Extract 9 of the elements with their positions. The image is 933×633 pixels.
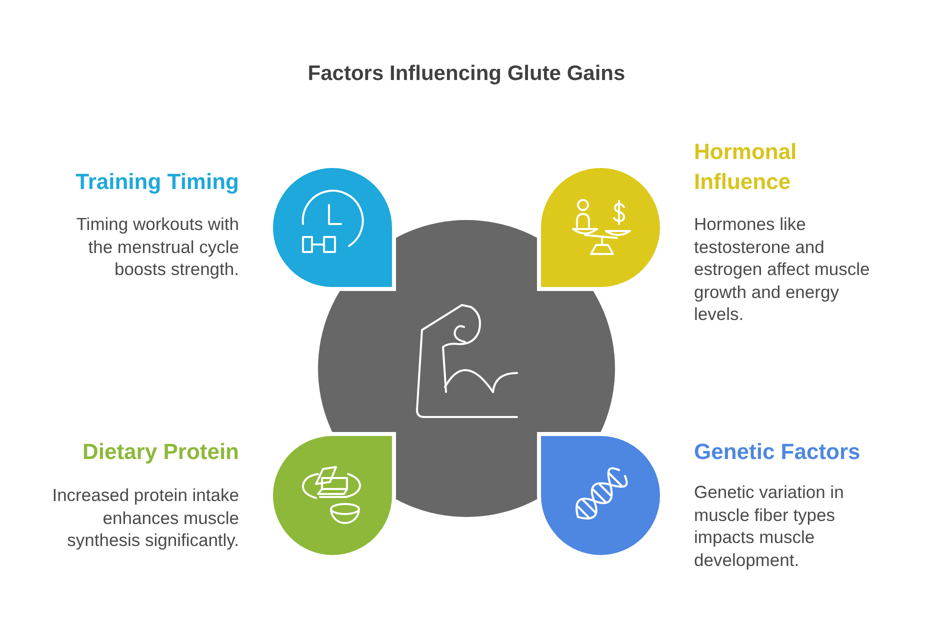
- heading: Genetic Factors: [694, 438, 862, 466]
- heading: Hormonal Influence: [694, 138, 798, 196]
- heading: Dietary Protein: [82, 438, 239, 466]
- description: Increased protein intake enhances muscle synthesis significantly.: [51, 484, 239, 552]
- heading: Training Timing: [74, 168, 239, 196]
- description: Genetic variation in muscle fiber types impacts muscle development.: [694, 481, 845, 571]
- description: Hormones like testosterone and estrogen affect muscle growth and energy levels.: [694, 213, 871, 326]
- description: Timing workouts with the menstrual cycle boosts strength.: [75, 213, 239, 280]
- title: Factors Influencing Glute Gains: [306, 62, 626, 86]
